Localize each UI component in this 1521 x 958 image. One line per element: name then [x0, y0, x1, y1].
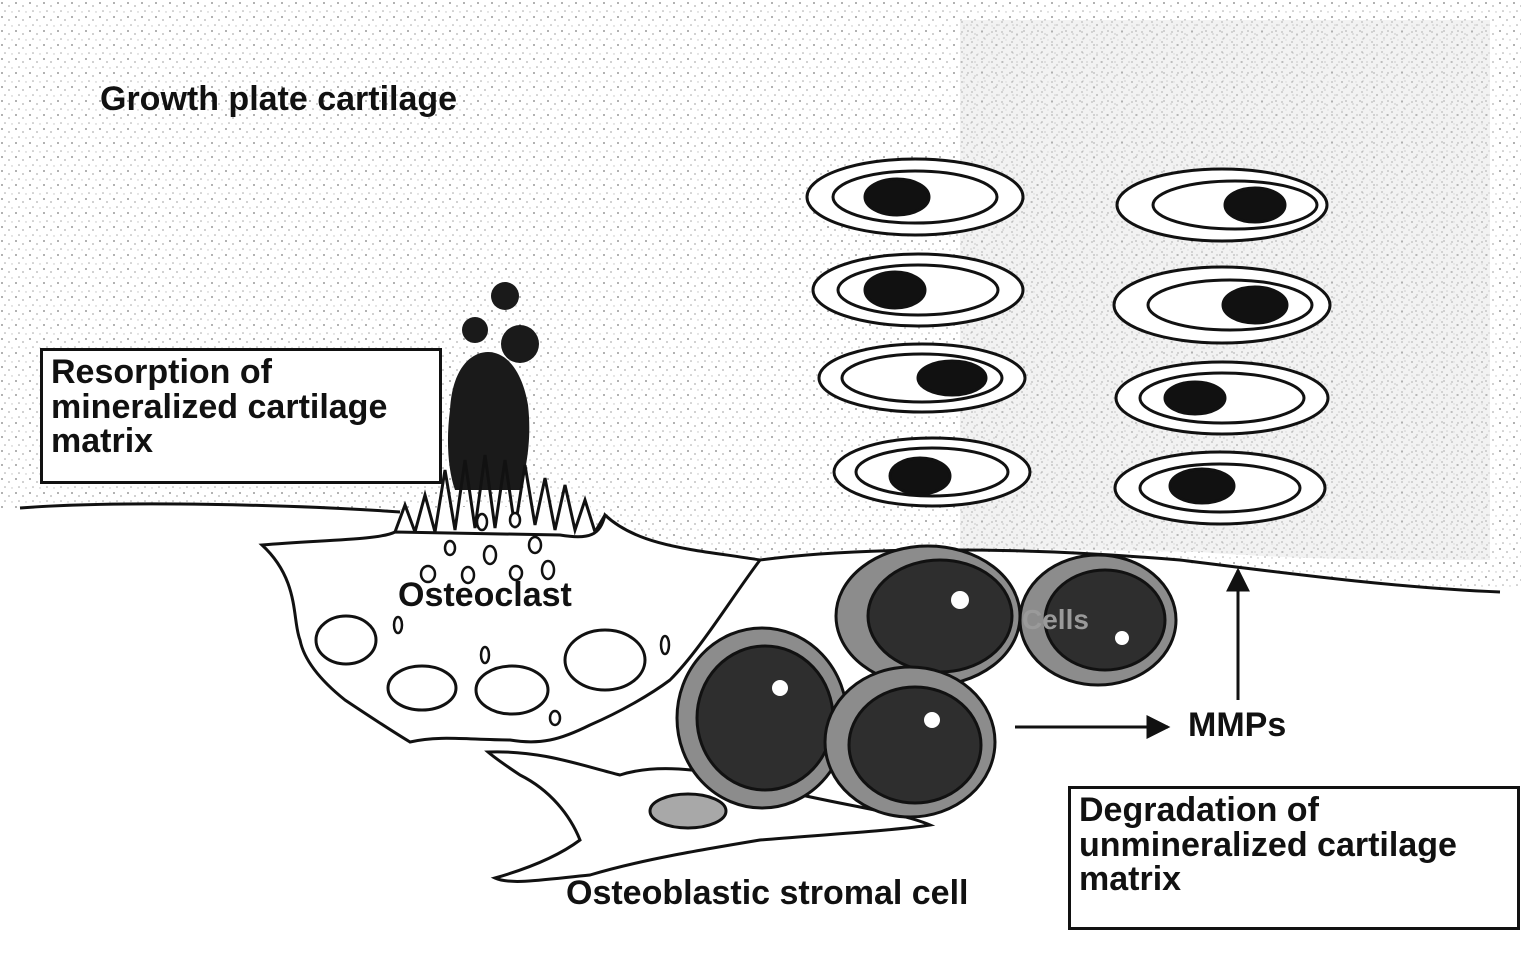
resorption-box: Resorption of mineralized cartilage matr…	[40, 348, 442, 484]
cells-partial-label: Cells	[1022, 606, 1089, 635]
osteoclast-label: Osteoclast	[398, 578, 572, 613]
mmp-producing-cells	[677, 546, 1176, 817]
growth-plate-label: Growth plate cartilage	[100, 82, 457, 117]
mmps-label: MMPs	[1188, 708, 1286, 743]
stromal-cell-label: Osteoblastic stromal cell	[566, 876, 969, 912]
degradation-box: Degradation of unmineralized cartilage m…	[1068, 786, 1520, 930]
stromal-nucleus	[650, 794, 726, 828]
